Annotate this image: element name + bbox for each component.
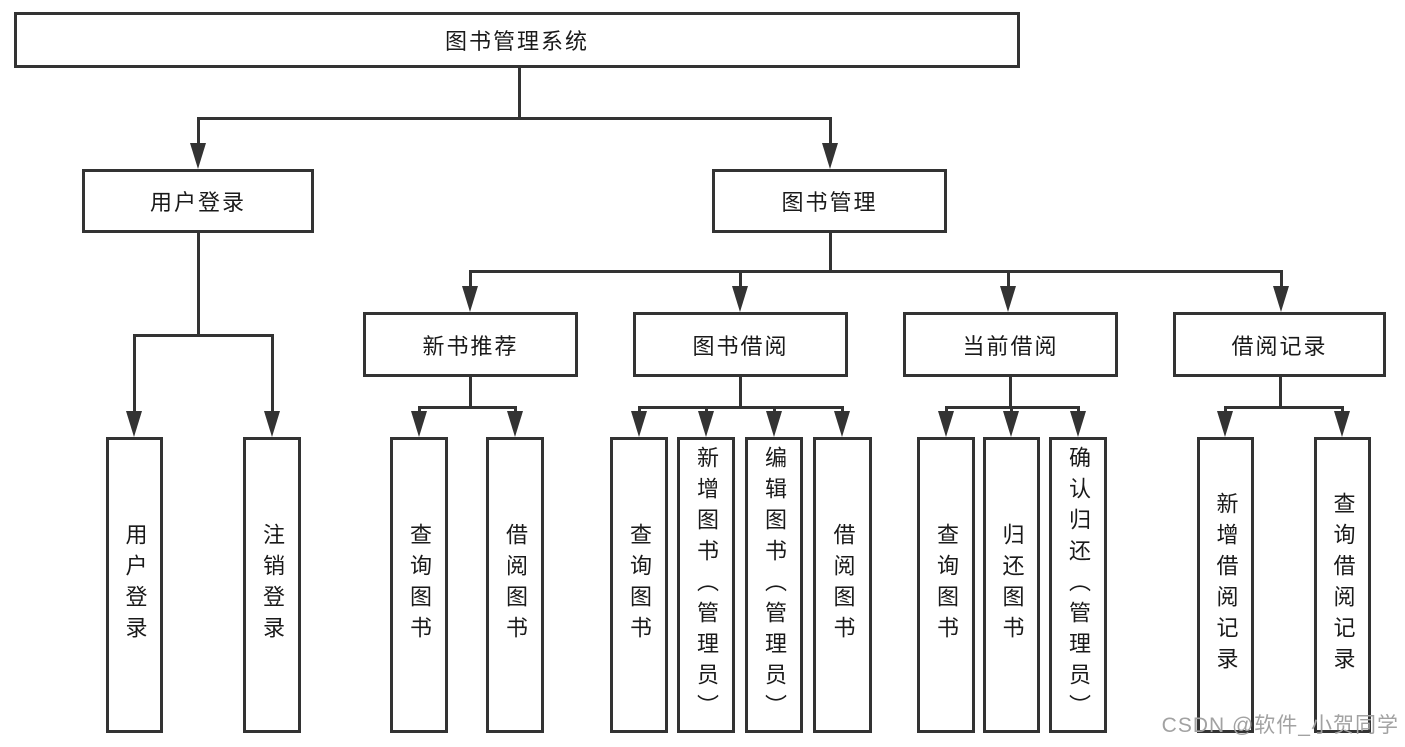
edge-login-drop-2 (271, 334, 274, 413)
edge-newbook-drop-2 (514, 406, 517, 414)
edge-record-branch (1224, 406, 1344, 409)
edge-borrow-drop-4 (841, 406, 844, 414)
node-book-management: 图书管理 (712, 169, 947, 233)
node-user-login: 用户登录 (82, 169, 314, 233)
leaf-add-borrow-record-label: 新增借阅记录 (1213, 492, 1239, 678)
leaf-edit-book-admin: 编辑图书（管理员） (745, 437, 803, 733)
leaf-add-book-admin: 新增图书（管理员） (677, 437, 735, 733)
leaf-add-borrow-record: 新增借阅记录 (1197, 437, 1254, 733)
edge-current-drop-2 (1010, 406, 1013, 414)
node-root-label: 图书管理系统 (444, 29, 589, 54)
arrowhead-icon (190, 143, 206, 169)
leaf-query-book-1: 查询图书 (390, 437, 448, 733)
arrowhead-icon (264, 411, 280, 437)
leaf-query-borrow-record: 查询借阅记录 (1314, 437, 1371, 733)
edge-current-stem (1009, 377, 1012, 407)
leaf-user-login: 用户登录 (106, 437, 163, 733)
edge-current-drop-3 (1077, 406, 1080, 414)
edge-current-drop-1 (945, 406, 948, 414)
leaf-logout: 注销登录 (243, 437, 301, 733)
arrowhead-icon (766, 411, 782, 437)
arrowhead-icon (1070, 411, 1086, 437)
leaf-logout-label: 注销登录 (260, 523, 285, 647)
leaf-borrow-book-1: 借阅图书 (486, 437, 544, 733)
csdn-watermark: CSDN @软件_小贺同学 (1161, 714, 1399, 737)
arrowhead-icon (834, 411, 850, 437)
node-book-borrow: 图书借阅 (633, 312, 848, 377)
leaf-query-borrow-record-label: 查询借阅记录 (1330, 492, 1356, 678)
edge-borrow-drop-1 (638, 406, 641, 414)
node-book-management-label: 图书管理 (781, 190, 878, 215)
edge-mgmt-stem (829, 233, 832, 271)
arrowhead-icon (411, 411, 427, 437)
arrowhead-icon (1217, 411, 1233, 437)
leaf-query-book-3: 查询图书 (917, 437, 975, 733)
edge-root-drop-2 (829, 117, 832, 145)
arrowhead-icon (507, 411, 523, 437)
edge-mgmt-drop-1 (469, 270, 472, 288)
edge-mgmt-drop-3 (1007, 270, 1010, 288)
edge-newbook-branch (418, 406, 517, 409)
node-new-book-recommend-label: 新书推荐 (422, 333, 519, 359)
edge-newbook-drop-1 (418, 406, 421, 414)
leaf-confirm-return-admin: 确认归还（管理员） (1049, 437, 1107, 733)
arrowhead-icon (1334, 411, 1350, 437)
arrowhead-icon (938, 411, 954, 437)
edge-root-branch (197, 117, 832, 120)
node-borrow-record: 借阅记录 (1173, 312, 1386, 377)
node-user-login-label: 用户登录 (149, 190, 246, 215)
edge-borrow-drop-3 (773, 406, 776, 414)
leaf-confirm-return-admin-label: 确认归还（管理员） (1066, 445, 1091, 725)
edge-record-drop-2 (1341, 406, 1344, 414)
edge-newbook-stem (469, 377, 472, 407)
node-current-borrow-label: 当前借阅 (962, 333, 1059, 359)
edge-borrow-branch (638, 406, 844, 409)
leaf-user-login-label: 用户登录 (122, 523, 148, 647)
leaf-borrow-book-1-label: 借阅图书 (503, 523, 528, 647)
edge-root-drop-1 (197, 117, 200, 145)
leaf-query-book-3-label: 查询图书 (934, 523, 959, 647)
edge-root-stem (518, 68, 521, 118)
arrowhead-icon (631, 411, 647, 437)
arrowhead-icon (1000, 286, 1016, 312)
leaf-edit-book-admin-label: 编辑图书（管理员） (762, 445, 787, 725)
node-root: 图书管理系统 (14, 12, 1020, 68)
edge-borrow-drop-2 (705, 406, 708, 414)
edge-borrow-stem (739, 377, 742, 407)
leaf-query-book-2-label: 查询图书 (627, 523, 652, 647)
edge-record-stem (1279, 377, 1282, 407)
leaf-query-book-1-label: 查询图书 (407, 523, 432, 647)
arrowhead-icon (1003, 411, 1019, 437)
leaf-borrow-book-2-label: 借阅图书 (830, 523, 856, 647)
arrowhead-icon (698, 411, 714, 437)
edge-login-drop-1 (133, 334, 136, 413)
arrowhead-icon (822, 143, 838, 169)
leaf-add-book-admin-label: 新增图书（管理员） (694, 445, 719, 725)
edge-mgmt-drop-4 (1280, 270, 1283, 288)
arrowhead-icon (126, 411, 142, 437)
leaf-return-book: 归还图书 (983, 437, 1040, 733)
leaf-borrow-book-2: 借阅图书 (813, 437, 872, 733)
edge-record-drop-1 (1224, 406, 1227, 414)
node-current-borrow: 当前借阅 (903, 312, 1118, 377)
leaf-query-book-2: 查询图书 (610, 437, 668, 733)
node-new-book-recommend: 新书推荐 (363, 312, 578, 377)
node-borrow-record-label: 借阅记录 (1231, 333, 1328, 359)
leaf-return-book-label: 归还图书 (999, 523, 1025, 647)
arrowhead-icon (1273, 286, 1289, 312)
node-book-borrow-label: 图书借阅 (692, 333, 789, 359)
edge-login-branch (133, 334, 273, 337)
edge-mgmt-drop-2 (739, 270, 742, 288)
arrowhead-icon (732, 286, 748, 312)
edge-mgmt-branch (469, 270, 1283, 273)
edge-login-stem (197, 233, 200, 335)
arrowhead-icon (462, 286, 478, 312)
